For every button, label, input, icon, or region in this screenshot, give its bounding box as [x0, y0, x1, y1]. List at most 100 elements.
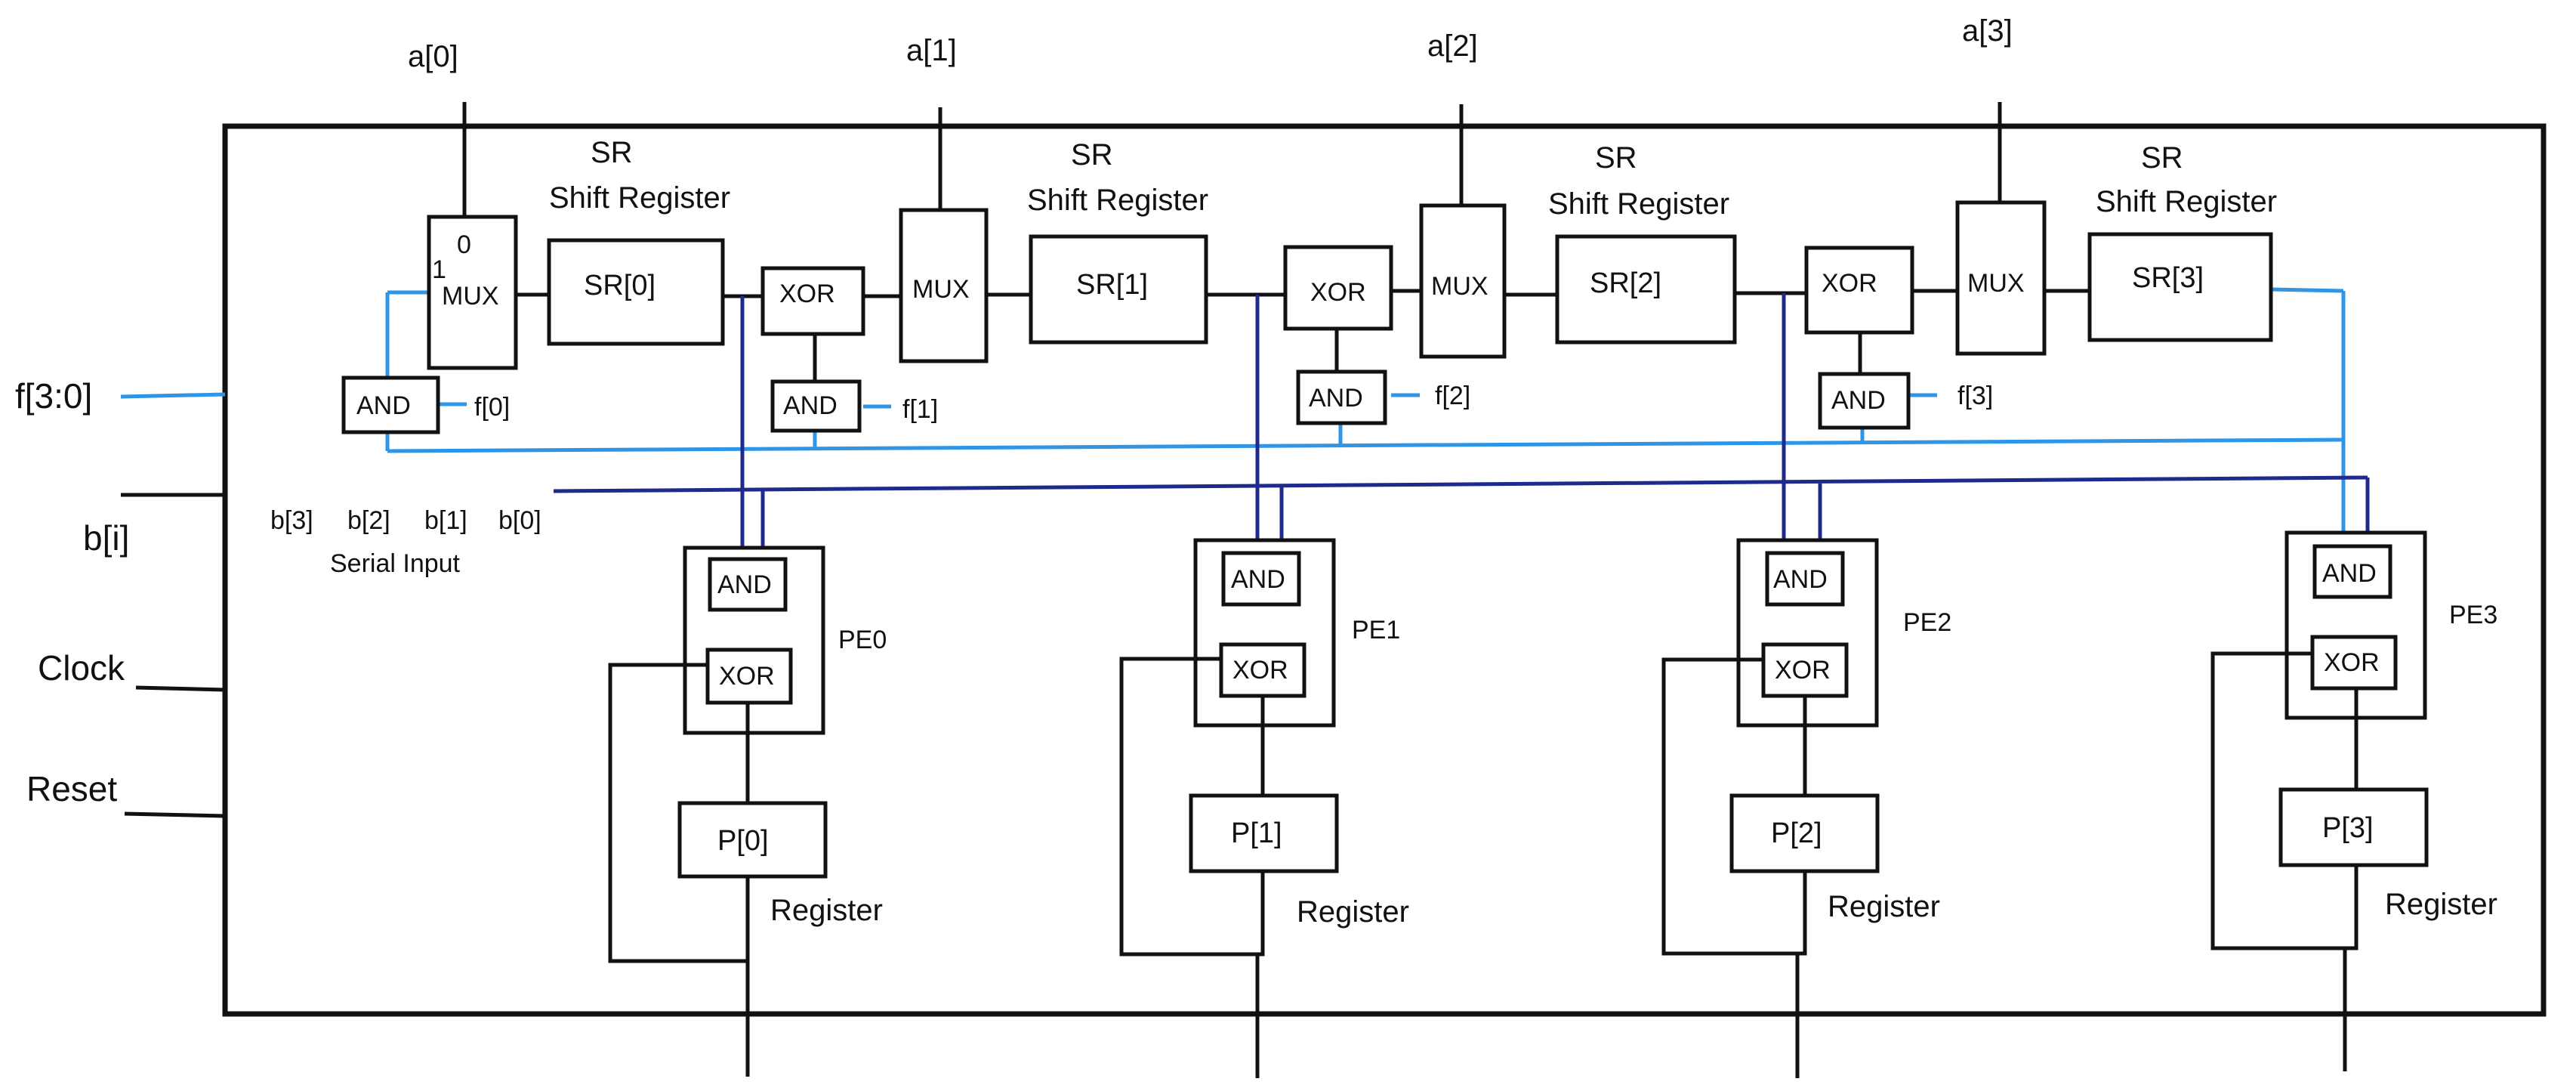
mux3-label: MUX [1967, 269, 2025, 298]
pe1-xor-label: XOR [1232, 656, 1288, 685]
sr0-block [547, 238, 725, 346]
p2-register-label: Register [1828, 890, 1940, 923]
p0-feedback-wire [608, 663, 750, 963]
a0-label: a[0] [408, 40, 458, 73]
mux0-input0-label: 0 [457, 230, 471, 259]
pe2-and-label: AND [1773, 565, 1828, 594]
pe2-xor-block [1761, 642, 1849, 698]
pe1-and-block [1221, 551, 1301, 607]
pe1-label: PE1 [1352, 616, 1400, 644]
clock-input-label: Clock [38, 648, 125, 688]
sr3-feedback-wire [2270, 287, 2344, 293]
p2-register [1729, 793, 1880, 873]
xor1-block [760, 266, 865, 336]
sr3-block [2087, 232, 2273, 342]
sr-desc-1: Shift Register [1027, 184, 1208, 217]
and1-block [770, 379, 862, 433]
and3-block [1818, 372, 1911, 430]
sr1-label: SR[1] [1076, 269, 1148, 301]
b-bus-horizontal [553, 475, 2368, 493]
mux1-label: MUX [912, 275, 970, 304]
sr-header-2: SR [1595, 141, 1637, 175]
p1-register-label: Register [1297, 895, 1409, 929]
p0-register [677, 801, 828, 879]
mux0-label: MUX [442, 282, 499, 311]
serial-input-label: Serial Input [330, 549, 461, 578]
pe0-label: PE0 [838, 626, 887, 654]
pe0-xor-label: XOR [719, 662, 775, 691]
and3-label: AND [1831, 386, 1886, 415]
sr1-block [1029, 234, 1208, 345]
f-input-wire [120, 392, 226, 399]
b1-label: b[1] [424, 506, 467, 535]
and2-block [1296, 369, 1387, 425]
p1-label: P[1] [1231, 817, 1282, 849]
f3-label: f[3] [1957, 382, 1993, 410]
p3-feedback-wire [2210, 651, 2359, 950]
and0-block [341, 376, 440, 434]
sr3-label: SR[3] [2132, 262, 2204, 294]
p3-register [2278, 787, 2429, 867]
pe2-xor-label: XOR [1775, 656, 1831, 685]
pe2-and-block [1765, 551, 1845, 607]
xor2-label: XOR [1310, 278, 1366, 307]
and2-label: AND [1309, 384, 1363, 413]
f-bus-horizontal [387, 437, 2344, 453]
p1-register [1189, 793, 1339, 873]
pe3-and-label: AND [2322, 559, 2377, 588]
pe0-xor-block [705, 647, 793, 705]
pe2-label: PE2 [1903, 608, 1951, 637]
sr-desc-0: Shift Register [549, 181, 730, 215]
p0-label: P[0] [717, 825, 769, 857]
sr0-label: SR[0] [584, 270, 656, 301]
p1-feedback-wire [1119, 657, 1265, 957]
b2-label: b[2] [347, 506, 390, 535]
mux2-label: MUX [1431, 272, 1489, 301]
p3-label: P[3] [2322, 812, 2374, 844]
sr-header-0: SR [591, 136, 633, 169]
b3-label: b[3] [270, 506, 313, 535]
xor3-label: XOR [1822, 269, 1877, 298]
and1-label: AND [783, 391, 838, 420]
sr2-label: SR[2] [1590, 267, 1661, 299]
pe3-and-block [2312, 544, 2392, 599]
sr-desc-2: Shift Register [1548, 187, 1729, 221]
f0-label: f[0] [474, 393, 510, 422]
mux2-block [1419, 203, 1507, 359]
a1-label: a[1] [906, 34, 957, 67]
a2-label: a[2] [1427, 29, 1478, 63]
b0-label: b[0] [498, 506, 541, 535]
sr-header-3: SR [2141, 141, 2183, 175]
xor2-block [1283, 245, 1393, 331]
mux3-block [1955, 200, 2047, 356]
a3-label: a[3] [1962, 14, 2013, 48]
p0-register-label: Register [770, 894, 883, 927]
pe3-xor-label: XOR [2324, 648, 2380, 677]
clock-input-wire [135, 685, 226, 692]
sr-desc-3: Shift Register [2096, 185, 2277, 218]
mux0-block [427, 215, 518, 370]
f2-label: f[2] [1435, 382, 1470, 410]
p2-feedback-wire [1661, 657, 1807, 956]
xor1-label: XOR [779, 280, 835, 308]
xor3-block [1804, 246, 1914, 335]
pe1-and-label: AND [1231, 565, 1285, 594]
b-input-label: b[i] [83, 518, 129, 558]
mux1-block [899, 208, 989, 363]
mux0-input1-label: 1 [432, 255, 446, 284]
p2-label: P[2] [1771, 817, 1822, 849]
reset-input-label: Reset [26, 769, 117, 808]
pe3-xor-block [2310, 635, 2398, 691]
system-boundary [222, 123, 2547, 1017]
pe0-and-block [708, 557, 788, 612]
sr-header-1: SR [1071, 138, 1113, 172]
and0-label: AND [356, 391, 411, 420]
p3-register-label: Register [2385, 888, 2497, 921]
f1-label: f[1] [902, 395, 938, 424]
f-input-label: f[3:0] [15, 376, 92, 416]
reset-input-wire [124, 811, 226, 818]
pe3-label: PE3 [2449, 601, 2497, 629]
sr2-block [1555, 234, 1737, 345]
pe0-and-label: AND [717, 570, 772, 599]
